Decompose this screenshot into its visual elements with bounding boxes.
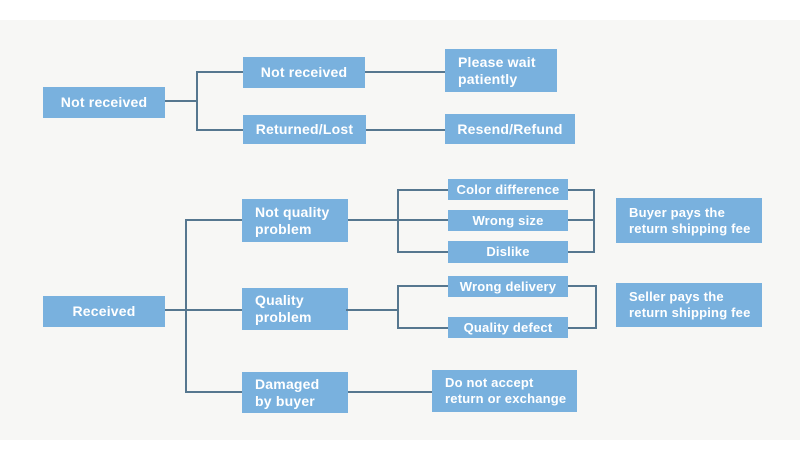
diagram-canvas: Not received Not received Returned/Lost … [0,20,800,440]
node-not-quality-problem: Not quality problem [242,199,348,242]
node-quality-problem: Quality problem [242,288,348,330]
connector-nqp-v [397,189,399,253]
node-label: problem [255,220,312,237]
node-label: Wrong delivery [459,278,557,294]
connector-received-h [165,309,242,311]
node-not-received-root: Not received [43,87,165,118]
connector-received-v [185,219,187,393]
connector-to-wrong-delivery [397,285,448,287]
node-label: Color difference [456,181,560,197]
node-quality-defect: Quality defect [448,317,568,338]
connector-to-not-received-child [196,71,243,73]
node-label: Received [72,303,136,320]
node-color-difference: Color difference [448,179,568,200]
node-please-wait-patiently: Please wait patiently [445,49,557,92]
connector-root1-h [165,100,196,102]
connector-to-not-quality [185,219,242,221]
node-received-root: Received [43,296,165,327]
connector-quality-defect-stub [568,327,595,329]
connector-to-dislike [397,251,448,253]
connector-buyer-group-v [593,189,595,253]
node-wrong-size: Wrong size [448,210,568,231]
node-label: Resend/Refund [457,120,563,137]
connector-to-please-wait [365,71,445,73]
connector-to-do-not-accept [348,391,432,393]
node-do-not-accept: Do not accept return or exchange [432,370,577,412]
node-seller-pays-fee: Seller pays the return shipping fee [616,283,762,327]
connector-wrong-size-stub [568,219,593,221]
node-dislike: Dislike [448,241,568,263]
connector-root1-v [196,71,198,131]
node-label: Quality [255,292,304,309]
node-label: by buyer [255,392,315,409]
node-label: Wrong size [472,212,544,228]
node-label: return shipping fee [629,305,751,320]
node-label: problem [255,309,312,325]
connector-dislike-stub [568,251,593,253]
connector-to-resend-refund [366,129,445,131]
connector-to-returned-lost [196,129,243,131]
connector-qp-h [346,309,397,311]
node-not-received-child: Not received [243,57,365,88]
node-label: Quality defect [463,319,553,335]
connector-to-damaged [185,391,242,393]
connector-wrong-delivery-stub [568,285,595,287]
node-label: Not quality [255,203,330,220]
connector-to-color-difference [397,189,448,191]
node-label: Do not accept [445,375,534,391]
node-label: Buyer pays the [629,204,726,220]
node-resend-refund: Resend/Refund [445,114,575,144]
node-label: Dislike [486,244,530,260]
node-label: Not received [260,64,348,81]
node-label: Seller pays the [629,289,724,305]
node-label: Please wait [458,53,536,70]
node-label: Damaged [255,375,320,392]
node-label: return shipping fee [629,220,751,236]
node-label: patiently [458,70,518,87]
connector-to-quality-defect [397,327,448,329]
connector-seller-group-v [595,285,597,329]
connector-color-difference-stub [568,189,593,191]
node-wrong-delivery: Wrong delivery [448,276,568,297]
node-label: return or exchange [445,391,567,406]
node-buyer-pays-fee: Buyer pays the return shipping fee [616,198,762,243]
node-label: Returned/Lost [255,121,354,138]
node-damaged-by-buyer: Damaged by buyer [242,372,348,413]
connector-qp-v [397,285,399,329]
node-label: Not received [60,94,148,111]
node-returned-lost: Returned/Lost [243,115,366,144]
